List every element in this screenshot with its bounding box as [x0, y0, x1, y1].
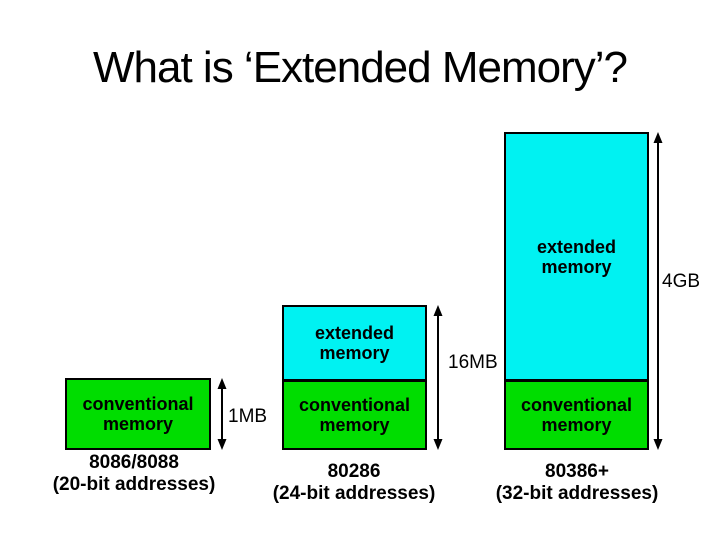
conventional-memory-label: conventional memory	[520, 395, 632, 435]
size-label-1mb: 1MB	[228, 406, 268, 427]
slide-title: What is ‘Extended Memory’?	[93, 43, 628, 92]
size-label-16mb: 16MB	[448, 352, 498, 373]
cpu-caption-8086: 8086/8088 (20-bit addresses)	[24, 452, 244, 496]
cpu-name: 8086/8088	[89, 452, 179, 473]
cpu-address-width: (32-bit addresses)	[495, 483, 659, 504]
conventional-memory-label: conventional memory	[82, 394, 194, 434]
conventional-memory-box-80286: conventional memory	[282, 380, 427, 450]
conventional-memory-box-80386: conventional memory	[504, 380, 649, 450]
cpu-name: 80286	[327, 461, 381, 482]
extended-memory-label: extended memory	[314, 323, 395, 363]
cpu-name: 80386+	[545, 461, 609, 482]
cpu-address-width: (24-bit addresses)	[272, 483, 436, 504]
double-arrow-icon-16mb	[433, 305, 443, 450]
extended-memory-box-80286: extended memory	[282, 305, 427, 381]
size-label-4gb: 4GB	[662, 271, 701, 292]
double-arrow-icon-1mb	[217, 378, 227, 450]
extended-memory-box-80386: extended memory	[504, 132, 649, 381]
extended-memory-label: extended memory	[536, 236, 617, 277]
cpu-address-width: (20-bit addresses)	[52, 474, 216, 495]
cpu-caption-80386: 80386+ (32-bit addresses)	[467, 461, 687, 505]
double-arrow-icon-4gb	[653, 132, 663, 450]
conventional-memory-label: conventional memory	[298, 395, 410, 435]
cpu-caption-80286: 80286 (24-bit addresses)	[244, 461, 464, 505]
conventional-memory-box-8086: conventional memory	[65, 378, 211, 450]
